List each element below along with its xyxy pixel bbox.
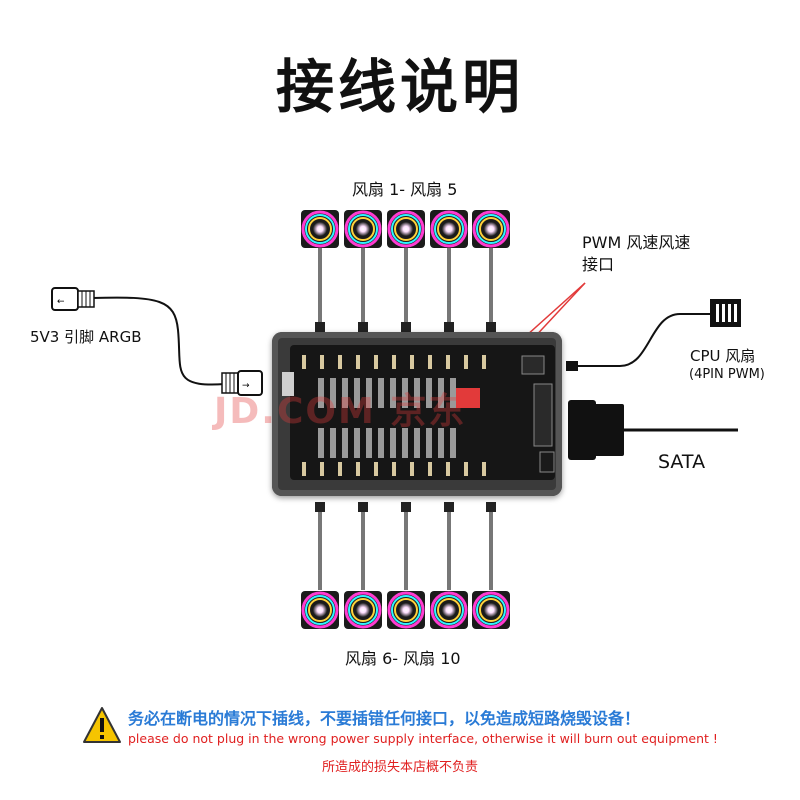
pwm-label-line1: PWM 风速风速 [582,233,691,252]
fans-bottom-group [301,591,510,629]
hub-header-pins-bottom [302,462,486,476]
fans-top-label: 风扇 1- 风扇 5 [352,180,458,199]
fan-1 [301,210,339,248]
pwm-header [456,388,480,408]
fan-2 [344,210,382,248]
pwm-label-line2: 接口 [582,255,615,274]
argb-label: 5V3 引脚 ARGB [30,328,142,346]
fan-plugs-top [315,322,496,332]
watermark-text: JD.COM 京东 [214,391,467,432]
warning-triangle-icon [83,707,121,743]
cpu-fan-socket [521,355,545,375]
fan-3 [387,210,425,248]
argb-input-header [282,372,294,396]
cpu-fan-label: CPU 风扇 [690,347,756,365]
disclaimer-text: 所造成的损失本店概不负责 [321,760,478,775]
pwm-label: PWM 风速风速 接口 [582,232,690,276]
fan-9 [430,591,468,629]
argb-plug-left: ← [51,287,95,311]
warning-text-en: please do not plug in the wrong power su… [128,731,718,746]
warning-text-cn: 务必在断电的情况下插线，不要插错任何接口，以免造成短路烧毁设备！ [128,709,641,728]
fan-10 [472,591,510,629]
cpu-fan-cable [566,299,741,371]
fan-6 [301,591,339,629]
sata-connector [568,400,738,460]
cpu-fan-connector [710,299,741,327]
svg-text:←: ← [57,297,65,307]
fan-plugs-bottom [315,502,496,512]
fan-cables-top [318,248,493,326]
fan-8 [387,591,425,629]
argb-plug-right: → [221,370,263,396]
sata-power-socket [533,383,553,447]
svg-text:→: → [242,381,250,391]
hub-header-pins-top [302,355,486,369]
fan-4 [430,210,468,248]
aux-socket [539,451,555,473]
fan-7 [344,591,382,629]
argb-cable: ← → [51,287,263,396]
hub-connector-rows [318,378,456,458]
fans-bottom-label: 风扇 6- 风扇 10 [345,649,461,668]
page-title: 接线说明 [275,53,524,121]
fans-top-group [301,210,510,248]
fan-5 [472,210,510,248]
sata-label: SATA [658,451,706,473]
fan-cables-bottom [318,510,493,590]
cpu-fan-sublabel: (4PIN PWM) [689,367,765,382]
